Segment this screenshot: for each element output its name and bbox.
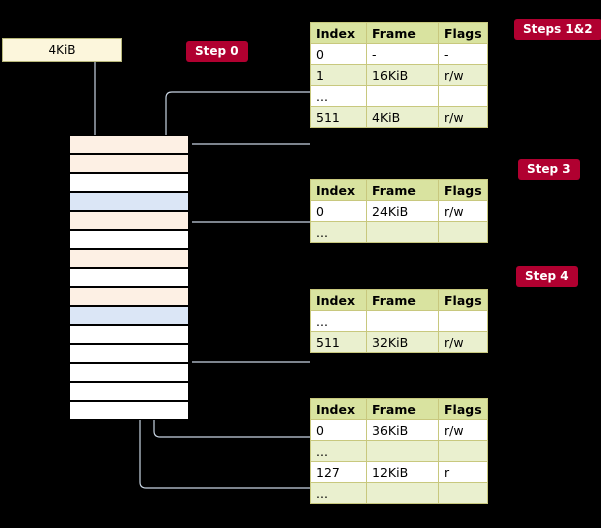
memory-row-8	[69, 287, 189, 306]
column-header-flags: Flags	[438, 398, 488, 420]
memory-row-7	[69, 268, 189, 287]
cell-frame: 4KiB	[366, 106, 439, 128]
column-header-flags: Flags	[438, 179, 488, 201]
source-frame-box: 4KiB	[2, 38, 122, 62]
memory-row-0	[69, 135, 189, 154]
source-frame-label: 4KiB	[48, 43, 76, 57]
cell-index: ...	[310, 310, 367, 332]
table-row: ...	[310, 482, 488, 504]
table-row: ...	[310, 85, 488, 107]
cell-index: 0	[310, 200, 367, 222]
cell-flags: -	[438, 43, 488, 65]
memory-row-5	[69, 230, 189, 249]
memory-row-9	[69, 306, 189, 325]
memory-row-3	[69, 192, 189, 211]
cell-flags: r/w	[438, 106, 488, 128]
cell-flags: r/w	[438, 419, 488, 441]
column-header-frame: Frame	[366, 179, 439, 201]
column-header-frame: Frame	[366, 22, 439, 44]
step-label-steps-1-and-2: Steps 1&2	[514, 19, 601, 40]
cell-flags	[438, 85, 488, 107]
column-header-index: Index	[310, 22, 367, 44]
cell-frame	[366, 310, 439, 332]
cell-flags	[438, 221, 488, 243]
cell-index: 511	[310, 331, 367, 353]
column-header-index: Index	[310, 289, 367, 311]
cell-frame: 16KiB	[366, 64, 439, 86]
memory-row-10	[69, 325, 189, 344]
table-row: ...	[310, 440, 488, 462]
memory-row-14	[69, 401, 189, 420]
table-row: ...	[310, 221, 488, 243]
cell-frame: 24KiB	[366, 200, 439, 222]
cell-index: ...	[310, 221, 367, 243]
cell-frame	[366, 221, 439, 243]
memory-row-11	[69, 344, 189, 363]
cell-flags	[438, 440, 488, 462]
column-header-flags: Flags	[438, 22, 488, 44]
cell-flags	[438, 310, 488, 332]
cell-frame	[366, 440, 439, 462]
column-header-frame: Frame	[366, 398, 439, 420]
column-header-index: Index	[310, 398, 367, 420]
cell-index: 1	[310, 64, 367, 86]
step-label-step-4: Step 4	[516, 266, 578, 287]
cell-index: ...	[310, 440, 367, 462]
cell-flags	[438, 482, 488, 504]
cell-flags: r/w	[438, 64, 488, 86]
cell-frame: 12KiB	[366, 461, 439, 483]
cell-index: 127	[310, 461, 367, 483]
memory-row-2	[69, 173, 189, 192]
cell-frame: 32KiB	[366, 331, 439, 353]
column-header-frame: Frame	[366, 289, 439, 311]
memory-row-12	[69, 363, 189, 382]
step-label-step-3: Step 3	[518, 159, 580, 180]
cell-flags: r	[438, 461, 488, 483]
memory-row-1	[69, 154, 189, 173]
table-row: ...	[310, 310, 488, 332]
cell-frame	[366, 482, 439, 504]
physical-memory-column	[69, 135, 191, 420]
memory-row-6	[69, 249, 189, 268]
cell-index: 511	[310, 106, 367, 128]
memory-row-4	[69, 211, 189, 230]
cell-flags: r/w	[438, 200, 488, 222]
table-row: 0--	[310, 43, 488, 65]
cell-index: 0	[310, 419, 367, 441]
column-header-flags: Flags	[438, 289, 488, 311]
step-label-step-0: Step 0	[186, 41, 248, 62]
cell-frame: 36KiB	[366, 419, 439, 441]
cell-index: 0	[310, 43, 367, 65]
cell-frame	[366, 85, 439, 107]
cell-flags: r/w	[438, 331, 488, 353]
memory-row-13	[69, 382, 189, 401]
cell-frame: -	[366, 43, 439, 65]
cell-index: ...	[310, 85, 367, 107]
column-header-index: Index	[310, 179, 367, 201]
cell-index: ...	[310, 482, 367, 504]
